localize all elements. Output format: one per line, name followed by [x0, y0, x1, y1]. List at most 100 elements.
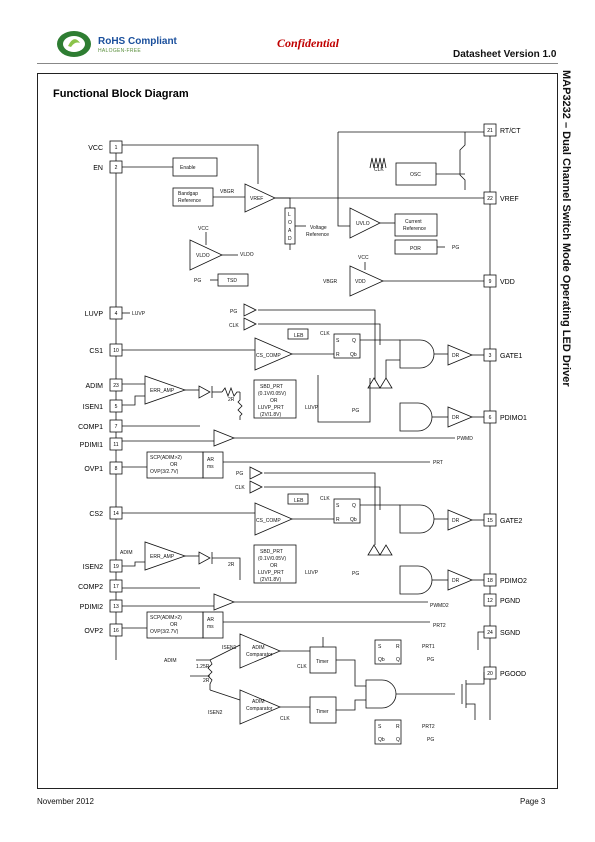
svg-text:Bandgap: Bandgap	[178, 191, 198, 197]
svg-text:VCC: VCC	[358, 255, 369, 261]
svg-text:SBD_PRT: SBD_PRT	[260, 549, 283, 555]
svg-text:VLDO: VLDO	[240, 252, 254, 258]
svg-text:PG: PG	[427, 737, 434, 743]
svg-text:AR: AR	[207, 457, 214, 463]
svg-text:LUVP: LUVP	[305, 405, 319, 411]
svg-text:GATE2: GATE2	[500, 518, 523, 525]
svg-text:SCP(ADIM>2): SCP(ADIM>2)	[150, 615, 182, 621]
svg-text:OR: OR	[170, 622, 178, 628]
left-pin-group: 1VCC2EN4LUVP10CS123ADIM5ISEN17COMP111PDI…	[78, 140, 123, 637]
svg-text:PRT2: PRT2	[433, 623, 446, 629]
svg-text:14: 14	[113, 511, 119, 517]
svg-text:VCC: VCC	[88, 145, 103, 152]
svg-text:4: 4	[115, 311, 118, 317]
pin-pdimi2: 13 PDIMI2	[80, 599, 123, 613]
svg-text:Qb: Qb	[378, 657, 385, 663]
svg-text:PDIMI1: PDIMI1	[80, 442, 103, 449]
svg-text:ms: ms	[207, 464, 214, 470]
svg-text:PRT1: PRT1	[422, 644, 435, 650]
svg-text:CLK: CLK	[320, 331, 330, 337]
svg-text:6: 6	[489, 415, 492, 421]
svg-text:EN: EN	[93, 165, 103, 172]
svg-text:8: 8	[115, 466, 118, 472]
svg-text:PG: PG	[236, 471, 243, 477]
svg-text:1: 1	[115, 145, 118, 151]
svg-text:2: 2	[115, 165, 118, 171]
svg-text:ADIM: ADIM	[86, 383, 104, 390]
svg-text:15: 15	[487, 518, 493, 524]
svg-text:DR: DR	[452, 578, 460, 584]
svg-text:A: A	[288, 228, 292, 234]
svg-text:Q: Q	[396, 737, 400, 743]
footer-page: Page 3	[520, 797, 546, 806]
svg-text:OR: OR	[170, 462, 178, 468]
svg-text:COMP1: COMP1	[78, 424, 103, 431]
current-reference-block	[394, 213, 438, 237]
svg-text:Q: Q	[352, 503, 356, 509]
pin-luvp: 4 LUVP	[85, 306, 123, 320]
svg-text:PWMD2: PWMD2	[430, 603, 449, 609]
svg-text:ms: ms	[207, 624, 214, 630]
svg-text:CS2: CS2	[89, 511, 103, 518]
pin-vcc: 1 VCC	[88, 140, 123, 154]
svg-text:(0.1V/0.05V): (0.1V/0.05V)	[258, 556, 286, 562]
svg-text:PDIMI2: PDIMI2	[80, 604, 103, 611]
svg-text:VLDO: VLDO	[196, 253, 210, 259]
svg-text:VCC: VCC	[198, 226, 209, 232]
svg-text:OVP2: OVP2	[84, 628, 103, 635]
svg-text:ERR_AMP: ERR_AMP	[150, 388, 175, 394]
svg-text:CLK: CLK	[320, 496, 330, 502]
pin-pdimo1: 6 PDIMO1	[483, 410, 527, 424]
svg-text:GATE1: GATE1	[500, 353, 523, 360]
svg-text:DR: DR	[452, 353, 460, 359]
footer-date: November 2012	[37, 797, 94, 806]
svg-text:DR: DR	[452, 518, 460, 524]
svg-text:CLK: CLK	[229, 323, 239, 329]
pin-en: 2 EN	[93, 160, 123, 174]
svg-text:ISEN1: ISEN1	[222, 645, 237, 651]
svg-text:PG: PG	[452, 245, 459, 251]
svg-text:1.25R: 1.25R	[196, 664, 210, 670]
svg-text:Timer: Timer	[316, 709, 329, 715]
vdd-regulator	[349, 265, 384, 297]
svg-text:Current: Current	[405, 219, 422, 225]
svg-text:Voltage: Voltage	[310, 225, 327, 231]
svg-text:2R: 2R	[228, 562, 235, 568]
svg-text:OSC: OSC	[410, 172, 421, 178]
svg-text:Reference: Reference	[306, 232, 329, 238]
svg-text:OR: OR	[270, 563, 278, 569]
svg-text:LEB: LEB	[294, 498, 304, 504]
svg-text:CS1: CS1	[89, 348, 103, 355]
svg-text:3: 3	[489, 353, 492, 359]
svg-text:LUVP: LUVP	[85, 311, 104, 318]
svg-text:ISEN2: ISEN2	[208, 710, 223, 716]
svg-text:22: 22	[487, 196, 493, 202]
svg-text:PWMD: PWMD	[457, 436, 473, 442]
svg-text:ISEN2: ISEN2	[83, 564, 103, 571]
svg-text:OVP(3/2.7V): OVP(3/2.7V)	[150, 629, 179, 635]
svg-text:PRT: PRT	[433, 460, 443, 466]
svg-text:R: R	[336, 352, 340, 358]
svg-text:24: 24	[487, 630, 493, 636]
svg-text:R: R	[396, 724, 400, 730]
svg-text:PRT2: PRT2	[422, 724, 435, 730]
vref-amp	[244, 183, 276, 213]
svg-text:13: 13	[113, 604, 119, 610]
svg-text:CLK: CLK	[297, 664, 307, 670]
rohs-logo-icon	[55, 29, 93, 59]
svg-text:VBGR: VBGR	[323, 279, 338, 285]
svg-text:12: 12	[487, 598, 493, 604]
svg-text:D: D	[288, 236, 292, 242]
svg-text:ADIM: ADIM	[164, 658, 177, 664]
svg-text:LEB: LEB	[294, 333, 304, 339]
svg-text:PDIMO1: PDIMO1	[500, 415, 527, 422]
svg-text:LUVP: LUVP	[305, 570, 319, 576]
svg-text:Q: Q	[352, 338, 356, 344]
